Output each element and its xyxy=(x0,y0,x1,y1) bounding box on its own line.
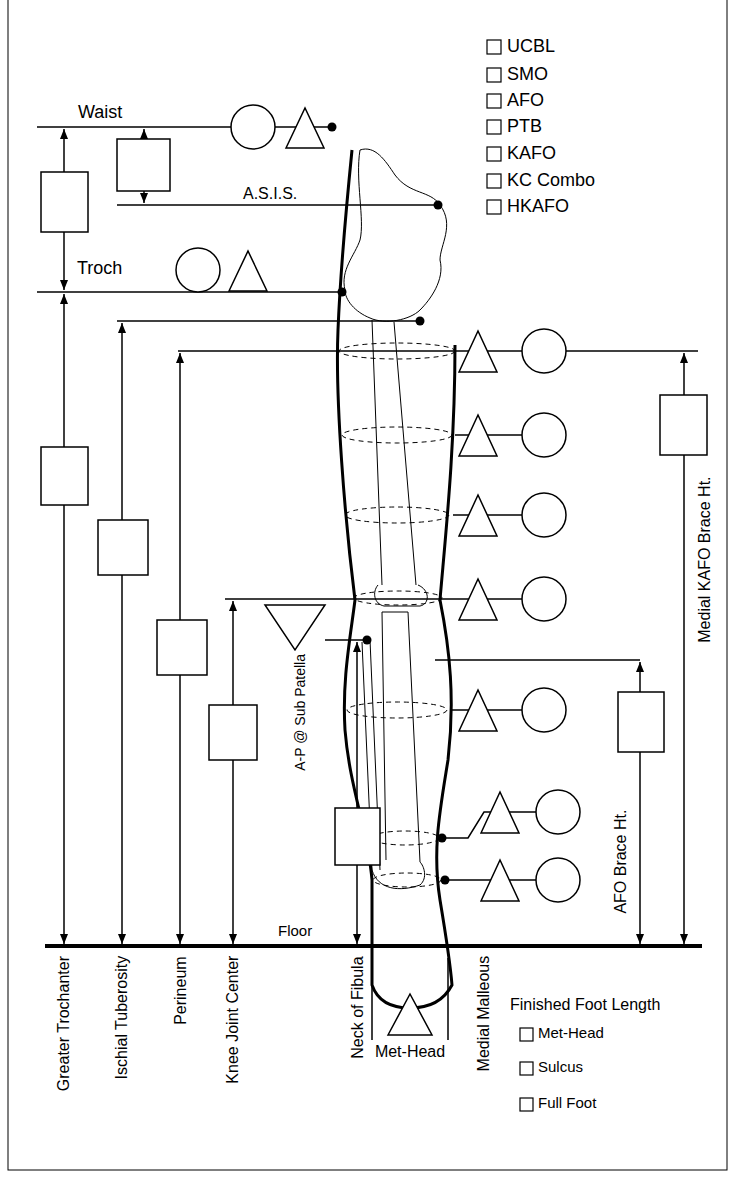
form-frame xyxy=(8,0,727,1170)
entry-triangle xyxy=(229,108,519,1035)
leg-illustration xyxy=(337,149,455,1008)
floor-line xyxy=(45,944,702,948)
form-label: KAFO xyxy=(507,143,556,165)
dimension-label: Medial KAFO Brace Ht. xyxy=(694,477,713,643)
form-label: UCBL xyxy=(507,36,555,58)
dimension-label: Neck of Fibula xyxy=(347,956,366,1058)
reference-line xyxy=(37,127,698,1040)
form-label: Troch xyxy=(77,258,122,280)
dimension-label: Ischial Tuberosity xyxy=(112,956,131,1080)
form-label: Finished Foot Length xyxy=(510,995,660,1014)
dimension-label: Knee Joint Center xyxy=(223,956,242,1084)
form-label: Floor xyxy=(278,922,312,940)
form-label: Sulcus xyxy=(538,1058,583,1076)
dimension-label: Medial Malleous xyxy=(474,956,493,1072)
dimension-label: Perineum xyxy=(170,956,189,1024)
dimension-arrow xyxy=(64,129,684,944)
form-label: Met-Head xyxy=(538,1024,604,1042)
form-label: Full Foot xyxy=(538,1094,596,1112)
form-label: A.S.I.S. xyxy=(243,184,297,203)
form-label: SMO xyxy=(507,64,548,86)
entry-circle xyxy=(176,105,580,902)
form-label: KC Combo xyxy=(507,170,595,192)
entry-box xyxy=(41,139,707,865)
form-label: HKAFO xyxy=(507,196,569,218)
form-label: AFO xyxy=(507,90,544,112)
dimension-label: A-P @ Sub Patella xyxy=(292,654,309,771)
dimension-label: AFO Brace Ht. xyxy=(611,810,630,914)
form-label: Met-Head xyxy=(375,1042,445,1061)
form-label: PTB xyxy=(507,116,542,138)
dimension-label: Greater Trochanter xyxy=(54,956,73,1091)
landmark-dot xyxy=(328,123,450,885)
form-label: Waist xyxy=(78,102,122,124)
